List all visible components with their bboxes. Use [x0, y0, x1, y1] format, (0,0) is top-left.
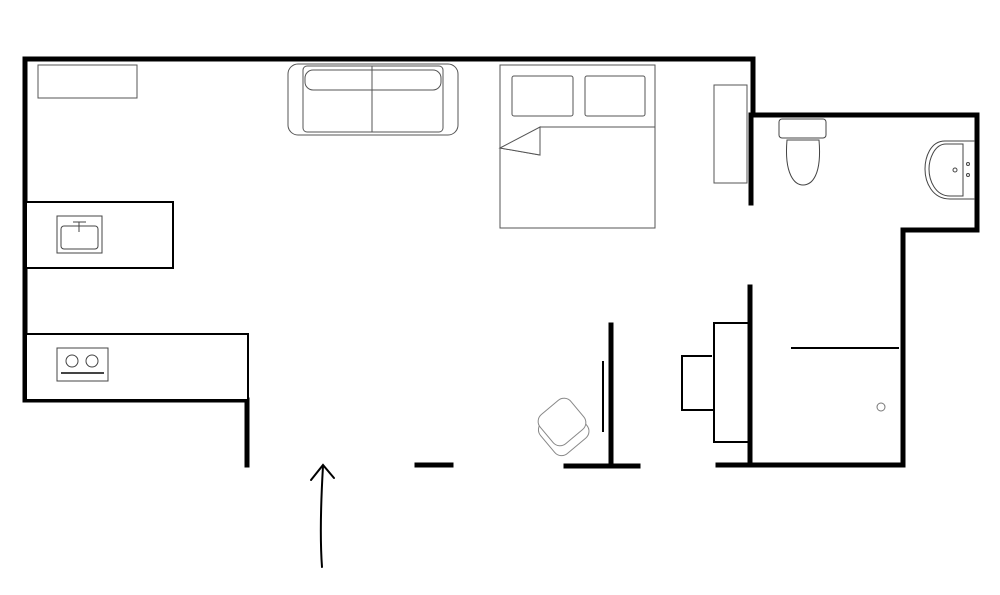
kitchen-sink	[56, 215, 103, 254]
tv-stand	[37, 64, 138, 99]
kitchen-counter	[25, 201, 174, 269]
wardrobe	[713, 84, 748, 184]
wall-bottom-left	[22, 397, 250, 468]
stove-counter	[25, 333, 249, 401]
sofa	[287, 63, 459, 136]
stove	[56, 347, 109, 382]
outer-wall-top	[22, 56, 980, 468]
desk	[713, 322, 751, 443]
shower-drain-icon	[876, 402, 886, 412]
entrance-arrow	[310, 463, 335, 568]
toilet	[778, 118, 827, 186]
desk-chair	[681, 355, 714, 411]
bathroom-sink	[924, 140, 975, 200]
armchair	[537, 397, 590, 457]
bed	[498, 64, 656, 229]
